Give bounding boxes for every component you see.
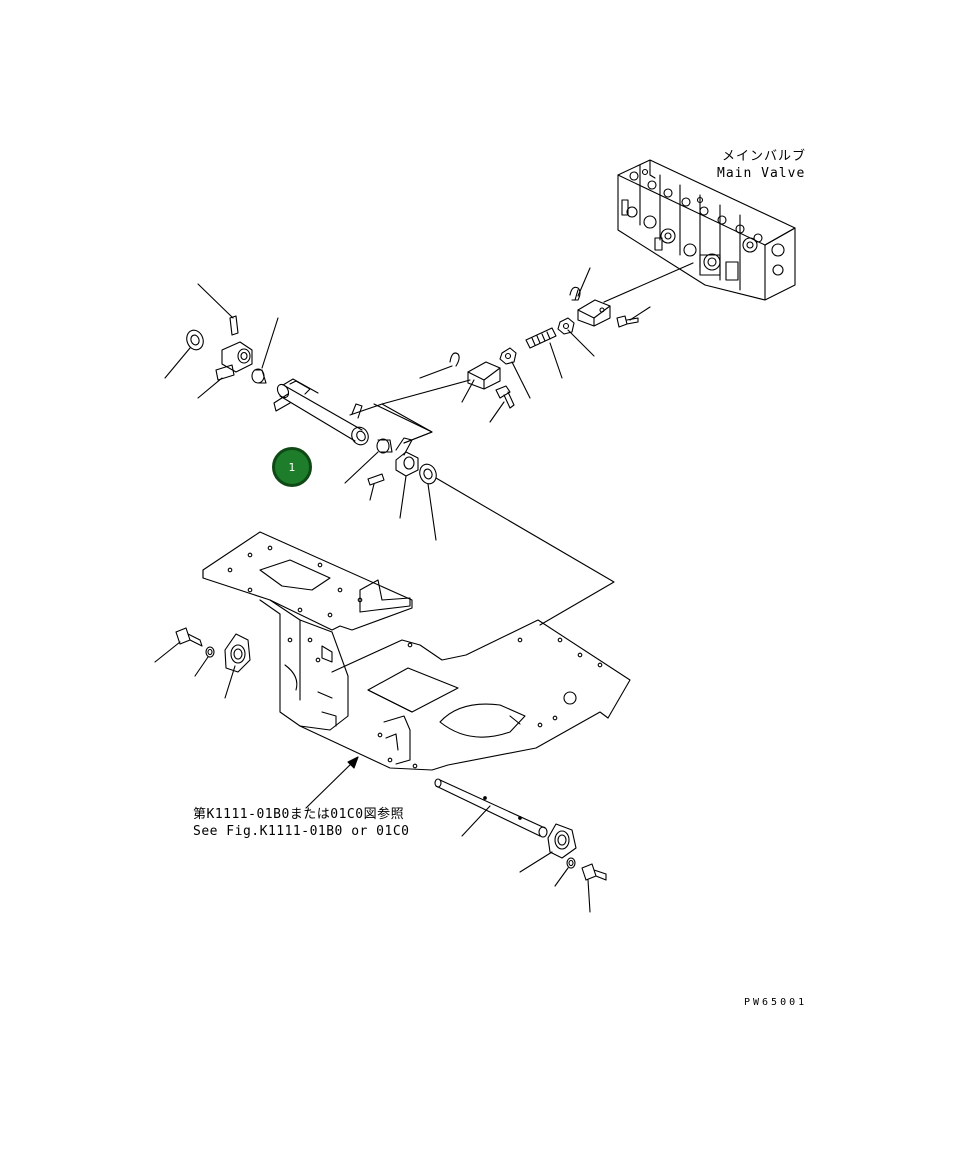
reference-label-en: See Fig.K1111-01B0 or 01C0 bbox=[193, 824, 410, 839]
nut-middle bbox=[499, 347, 531, 399]
pedal-shaft bbox=[434, 778, 548, 838]
bolt-left bbox=[154, 627, 203, 663]
clevis-middle bbox=[461, 361, 501, 403]
main-valve-label-en: Main Valve bbox=[717, 166, 806, 181]
split-pin-upper bbox=[569, 267, 591, 301]
washer-small-left bbox=[194, 646, 215, 677]
pin-top-left bbox=[197, 283, 239, 336]
split-pin-middle bbox=[419, 352, 460, 379]
cross-shaft bbox=[273, 378, 369, 446]
nut-upper bbox=[557, 317, 595, 357]
bolt-right bbox=[581, 863, 607, 913]
bushing-left bbox=[251, 317, 279, 384]
washer-small-right bbox=[554, 857, 576, 887]
bolt-upper-right bbox=[616, 306, 651, 328]
clevis-upper bbox=[577, 299, 611, 327]
reference-arrow bbox=[305, 756, 359, 809]
main-valve bbox=[617, 159, 796, 301]
callout-number: 1 bbox=[288, 461, 296, 474]
lever-left bbox=[197, 341, 253, 399]
washer-right bbox=[419, 463, 437, 541]
leader-line bbox=[603, 262, 694, 303]
pin-bottom bbox=[367, 473, 385, 501]
reference-label-jp: 第K1111-01B0または01C0図参照 bbox=[193, 807, 405, 822]
leader-line-long bbox=[435, 477, 615, 626]
bolt-middle bbox=[489, 385, 515, 423]
lever-right bbox=[395, 437, 419, 519]
flange-bearing-left bbox=[224, 633, 251, 699]
base-frame bbox=[202, 531, 631, 771]
bushing-right bbox=[344, 438, 393, 484]
main-valve-label-jp: メインバルブ bbox=[722, 149, 807, 164]
flange-bearing-right bbox=[519, 823, 577, 873]
drawing-code: PW65001 bbox=[744, 997, 808, 1008]
adjusting-rod bbox=[525, 327, 563, 379]
callout-marker-1[interactable]: 1 bbox=[272, 447, 312, 487]
washer-left bbox=[164, 329, 204, 379]
